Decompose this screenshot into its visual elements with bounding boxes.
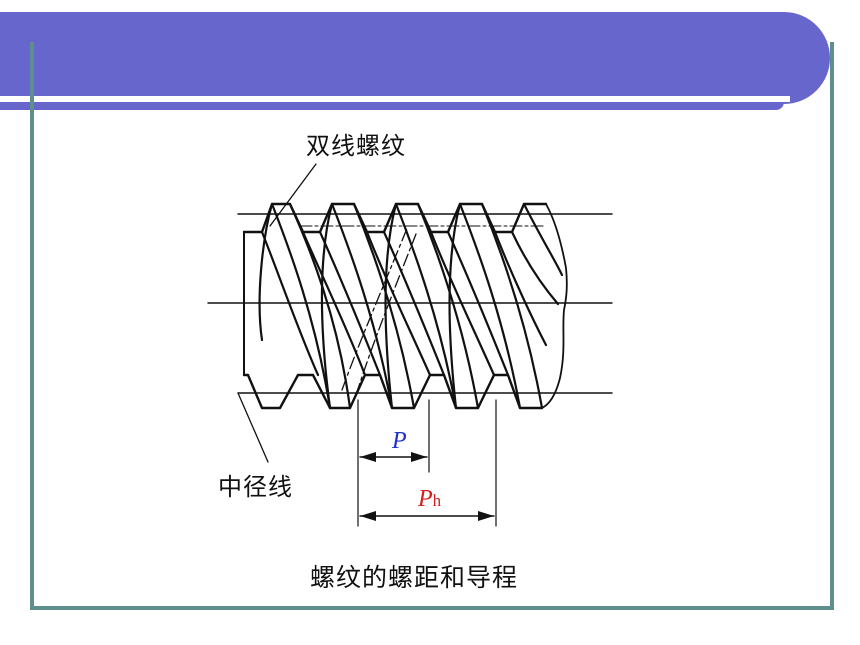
thread-right-break [541,203,568,409]
pitch-diameter-leader [237,392,269,463]
title-bar [0,12,830,104]
lead-symbol: P [418,486,433,512]
double-thread-leader [269,163,317,227]
pitch-arrow-left [360,452,376,462]
pitch-arrow-right [411,452,427,462]
diagram-caption: 螺纹的螺距和导程 [310,563,519,592]
lead-subscript: h [432,491,442,510]
double-thread-label: 双线螺纹 [306,132,406,160]
pitch-label: P [392,428,407,455]
pitch-symbol: P [392,428,407,454]
thread-bottom-profile [242,373,544,410]
lead-arrow-left [360,511,376,521]
title-bar-stripe [0,96,790,102]
title-bar-lower [0,102,784,110]
lead-label: Ph [418,486,441,513]
pitch-diameter-line-label: 中径线 [218,473,293,501]
slide-frame [30,42,834,610]
lead-arrow-right [478,511,494,521]
